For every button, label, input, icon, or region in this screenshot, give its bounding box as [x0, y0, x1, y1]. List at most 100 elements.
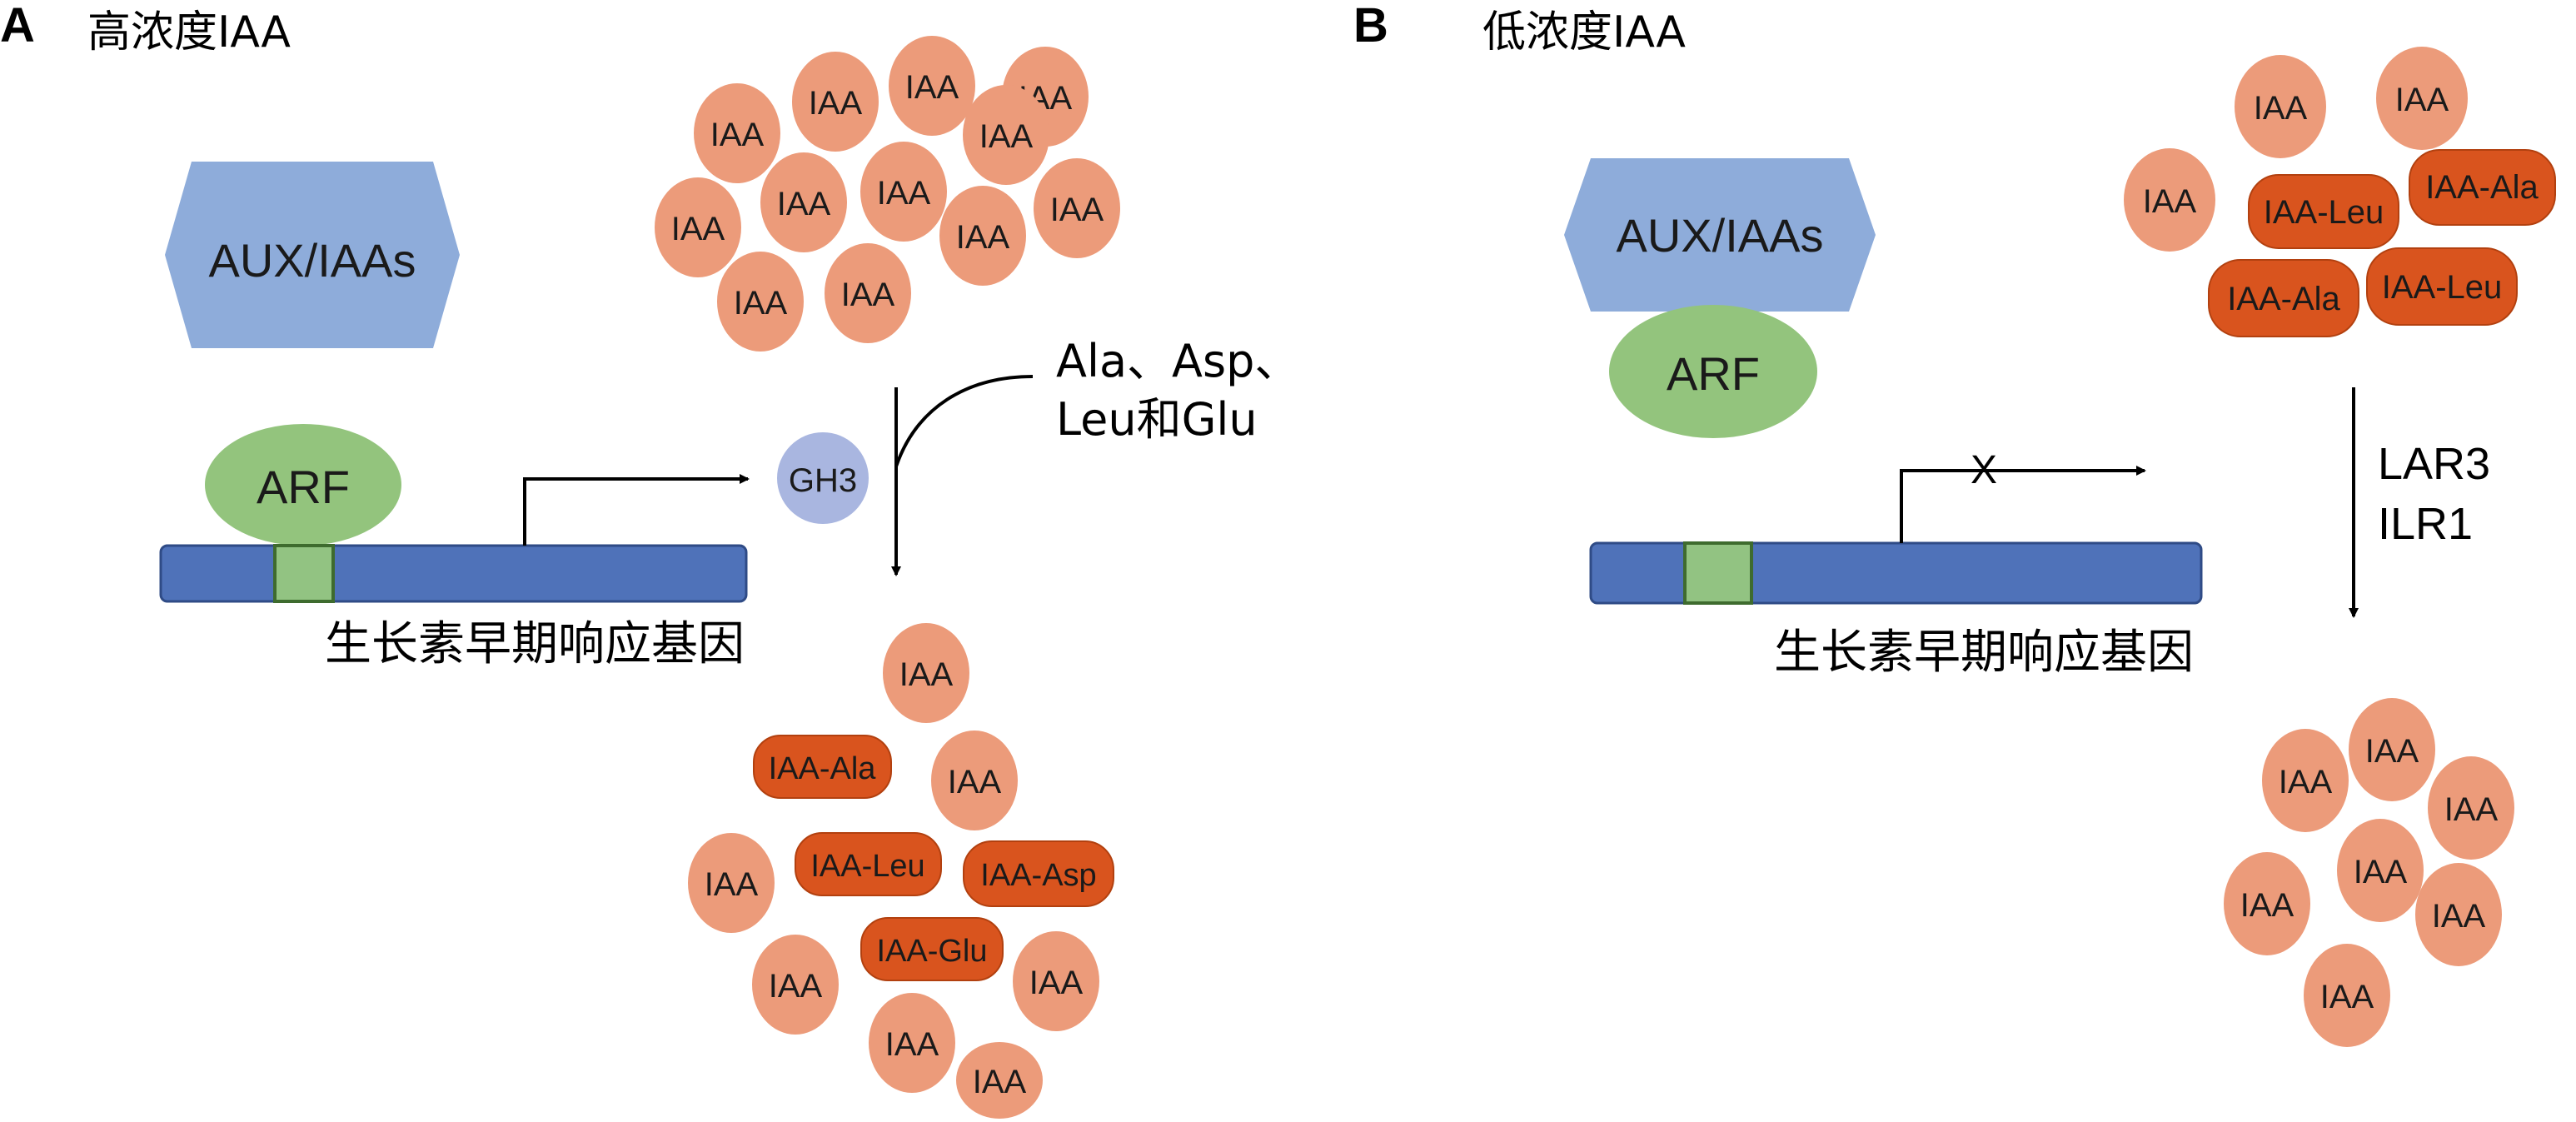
- iaa-molecule: IAA: [2124, 148, 2215, 252]
- iaa-molecule: IAA: [752, 935, 839, 1035]
- iaa-molecule: IAA: [1034, 158, 1120, 258]
- iaa-molecule: IAA: [2349, 698, 2435, 801]
- svg-text:IAA: IAA: [948, 764, 1002, 800]
- panel-b-bottom-iaa-cluster: IAA IAA IAA IAA IAA IAA: [2224, 698, 2514, 1047]
- iaa-ala-conjugate: IAA-Ala: [753, 735, 892, 799]
- svg-text:IAA: IAA: [769, 968, 823, 1005]
- svg-text:IAA: IAA: [979, 118, 1034, 155]
- iaa-molecule: IAA: [889, 36, 975, 136]
- svg-text:IAA: IAA: [705, 866, 759, 903]
- svg-text:IAA: IAA: [809, 85, 863, 122]
- panel-b-letter: B: [1353, 0, 1388, 52]
- blocked-mark: X: [1971, 448, 1997, 492]
- gh3-circle: [777, 432, 869, 524]
- svg-text:IAA: IAA: [2395, 82, 2449, 118]
- iaa-molecule: IAA: [963, 85, 1049, 185]
- arf-ellipse: [205, 424, 401, 546]
- iaa-leu-conjugate: IAA-Leu: [795, 832, 942, 896]
- svg-text:IAA-Leu: IAA-Leu: [2382, 269, 2503, 306]
- promoter-box: [273, 544, 335, 603]
- arf-label: ARF: [257, 461, 350, 513]
- iaa-molecule: IAA: [792, 52, 879, 152]
- svg-text:IAA: IAA: [956, 219, 1010, 256]
- iaa-molecule: IAA: [2428, 756, 2514, 860]
- arf-label: ARF: [1667, 347, 1760, 400]
- svg-text:IAA: IAA: [885, 1026, 939, 1063]
- arf-ellipse: [1609, 305, 1817, 438]
- svg-text:IAA: IAA: [973, 1064, 1027, 1100]
- iaa-molecule: IAA: [1002, 47, 1089, 147]
- svg-text:IAA-Asp: IAA-Asp: [980, 858, 1096, 893]
- svg-text:IAA-Ala: IAA-Ala: [2227, 281, 2340, 317]
- iaa-molecule: IAA: [694, 83, 780, 183]
- aux-iaas-label: AUX/IAAs: [1617, 209, 1824, 262]
- iaa-molecule: IAA: [931, 731, 1018, 830]
- svg-text:IAA: IAA: [2432, 898, 2486, 935]
- svg-text:IAA: IAA: [877, 175, 931, 212]
- svg-text:IAA: IAA: [2320, 979, 2374, 1015]
- aux-iaas-hexagon: [165, 162, 460, 348]
- gene-bar: [159, 544, 748, 603]
- svg-text:IAA: IAA: [2279, 764, 2333, 800]
- iaa-molecule: IAA: [1013, 931, 1099, 1031]
- panel-b-title: 低浓度IAA: [1482, 7, 1686, 57]
- panel-a-bottom-cluster: IAA IAA IAA IAA IAA IAA: [688, 623, 1114, 1119]
- iaa-molecule: IAA: [825, 243, 911, 343]
- svg-text:IAA: IAA: [2240, 887, 2294, 924]
- panel-b-top-cluster: IAA IAA IAA IAA-Leu IAA-Ala IAA-Ala: [2124, 47, 2556, 337]
- panel-a-top-iaa-cluster: IAA IAA IAA IAA IAA IAA: [655, 36, 1120, 352]
- iaa-ala-conjugate: IAA-Ala: [2208, 259, 2359, 337]
- iaa-molecule: IAA: [2376, 47, 2468, 150]
- iaa-molecule: IAA: [688, 833, 775, 933]
- gh3-label: GH3: [789, 462, 857, 499]
- panel-a-title: 高浓度IAA: [87, 7, 291, 57]
- iaa-leu-conjugate: IAA-Leu: [2248, 174, 2399, 249]
- iaa-molecule: IAA: [2235, 55, 2326, 158]
- svg-text:IAA: IAA: [905, 69, 959, 106]
- iaa-molecule: IAA: [883, 623, 969, 723]
- svg-text:IAA: IAA: [2365, 733, 2419, 770]
- svg-text:IAA: IAA: [734, 285, 788, 322]
- panel-b: B 低浓度IAA AUX/IAAs ARF X 生长素早期响应基因 LAR3 I…: [1353, 0, 2556, 1047]
- iaa-molecule: IAA: [2224, 852, 2310, 955]
- svg-text:IAA: IAA: [671, 211, 725, 247]
- svg-text:IAA: IAA: [2143, 183, 2197, 220]
- iaa-molecule: IAA: [2415, 863, 2502, 966]
- svg-text:IAA: IAA: [2254, 90, 2308, 127]
- svg-text:IAA: IAA: [1050, 192, 1104, 228]
- blocked-transcription-arrow: [1900, 466, 2146, 543]
- iaa-molecule: IAA: [655, 177, 741, 277]
- iaa-leu-conjugate: IAA-Leu: [2366, 247, 2518, 326]
- svg-text:IAA: IAA: [777, 186, 831, 222]
- panel-a: A 高浓度IAA AUX/IAAs ARF GH3 生长素早期响应基因 Ala、…: [0, 0, 1299, 1119]
- svg-text:IAA-Glu: IAA-Glu: [876, 934, 987, 969]
- enzyme-ilr1: ILR1: [2378, 499, 2473, 549]
- svg-text:IAA: IAA: [2444, 791, 2499, 828]
- iaa-asp-conjugate: IAA-Asp: [963, 840, 1114, 907]
- amino-acids-line2: Leu和Glu: [1056, 393, 1258, 446]
- svg-text:IAA: IAA: [710, 117, 765, 153]
- svg-text:IAA: IAA: [841, 277, 895, 313]
- panel-a-letter: A: [0, 0, 35, 52]
- svg-text:IAA-Leu: IAA-Leu: [2264, 194, 2384, 231]
- iaa-molecule: IAA: [2304, 944, 2390, 1047]
- iaa-molecule: IAA: [717, 252, 804, 352]
- gene-label-b: 生长素早期响应基因: [1774, 626, 2194, 680]
- iaa-ala-conjugate: IAA-Ala: [2409, 149, 2556, 226]
- transcription-arrow: [523, 474, 750, 546]
- svg-text:IAA-Ala: IAA-Ala: [769, 751, 877, 786]
- gene-label-a: 生长素早期响应基因: [325, 617, 745, 671]
- iaa-molecule: IAA: [860, 142, 947, 242]
- svg-text:IAA: IAA: [899, 656, 954, 693]
- svg-text:IAA-Ala: IAA-Ala: [2425, 169, 2539, 206]
- promoter-box: [1683, 541, 1753, 605]
- iaa-molecule: IAA: [956, 1042, 1043, 1119]
- iaa-molecule: IAA: [2337, 819, 2424, 922]
- iaa-molecule: IAA: [869, 993, 955, 1093]
- aux-iaas-label: AUX/IAAs: [209, 234, 416, 287]
- svg-text:IAA: IAA: [1029, 965, 1084, 1001]
- iaa-molecule: IAA: [760, 152, 847, 252]
- amino-acids-line1: Ala、Asp、: [1056, 335, 1299, 387]
- amino-acid-input-curve: [894, 375, 1034, 467]
